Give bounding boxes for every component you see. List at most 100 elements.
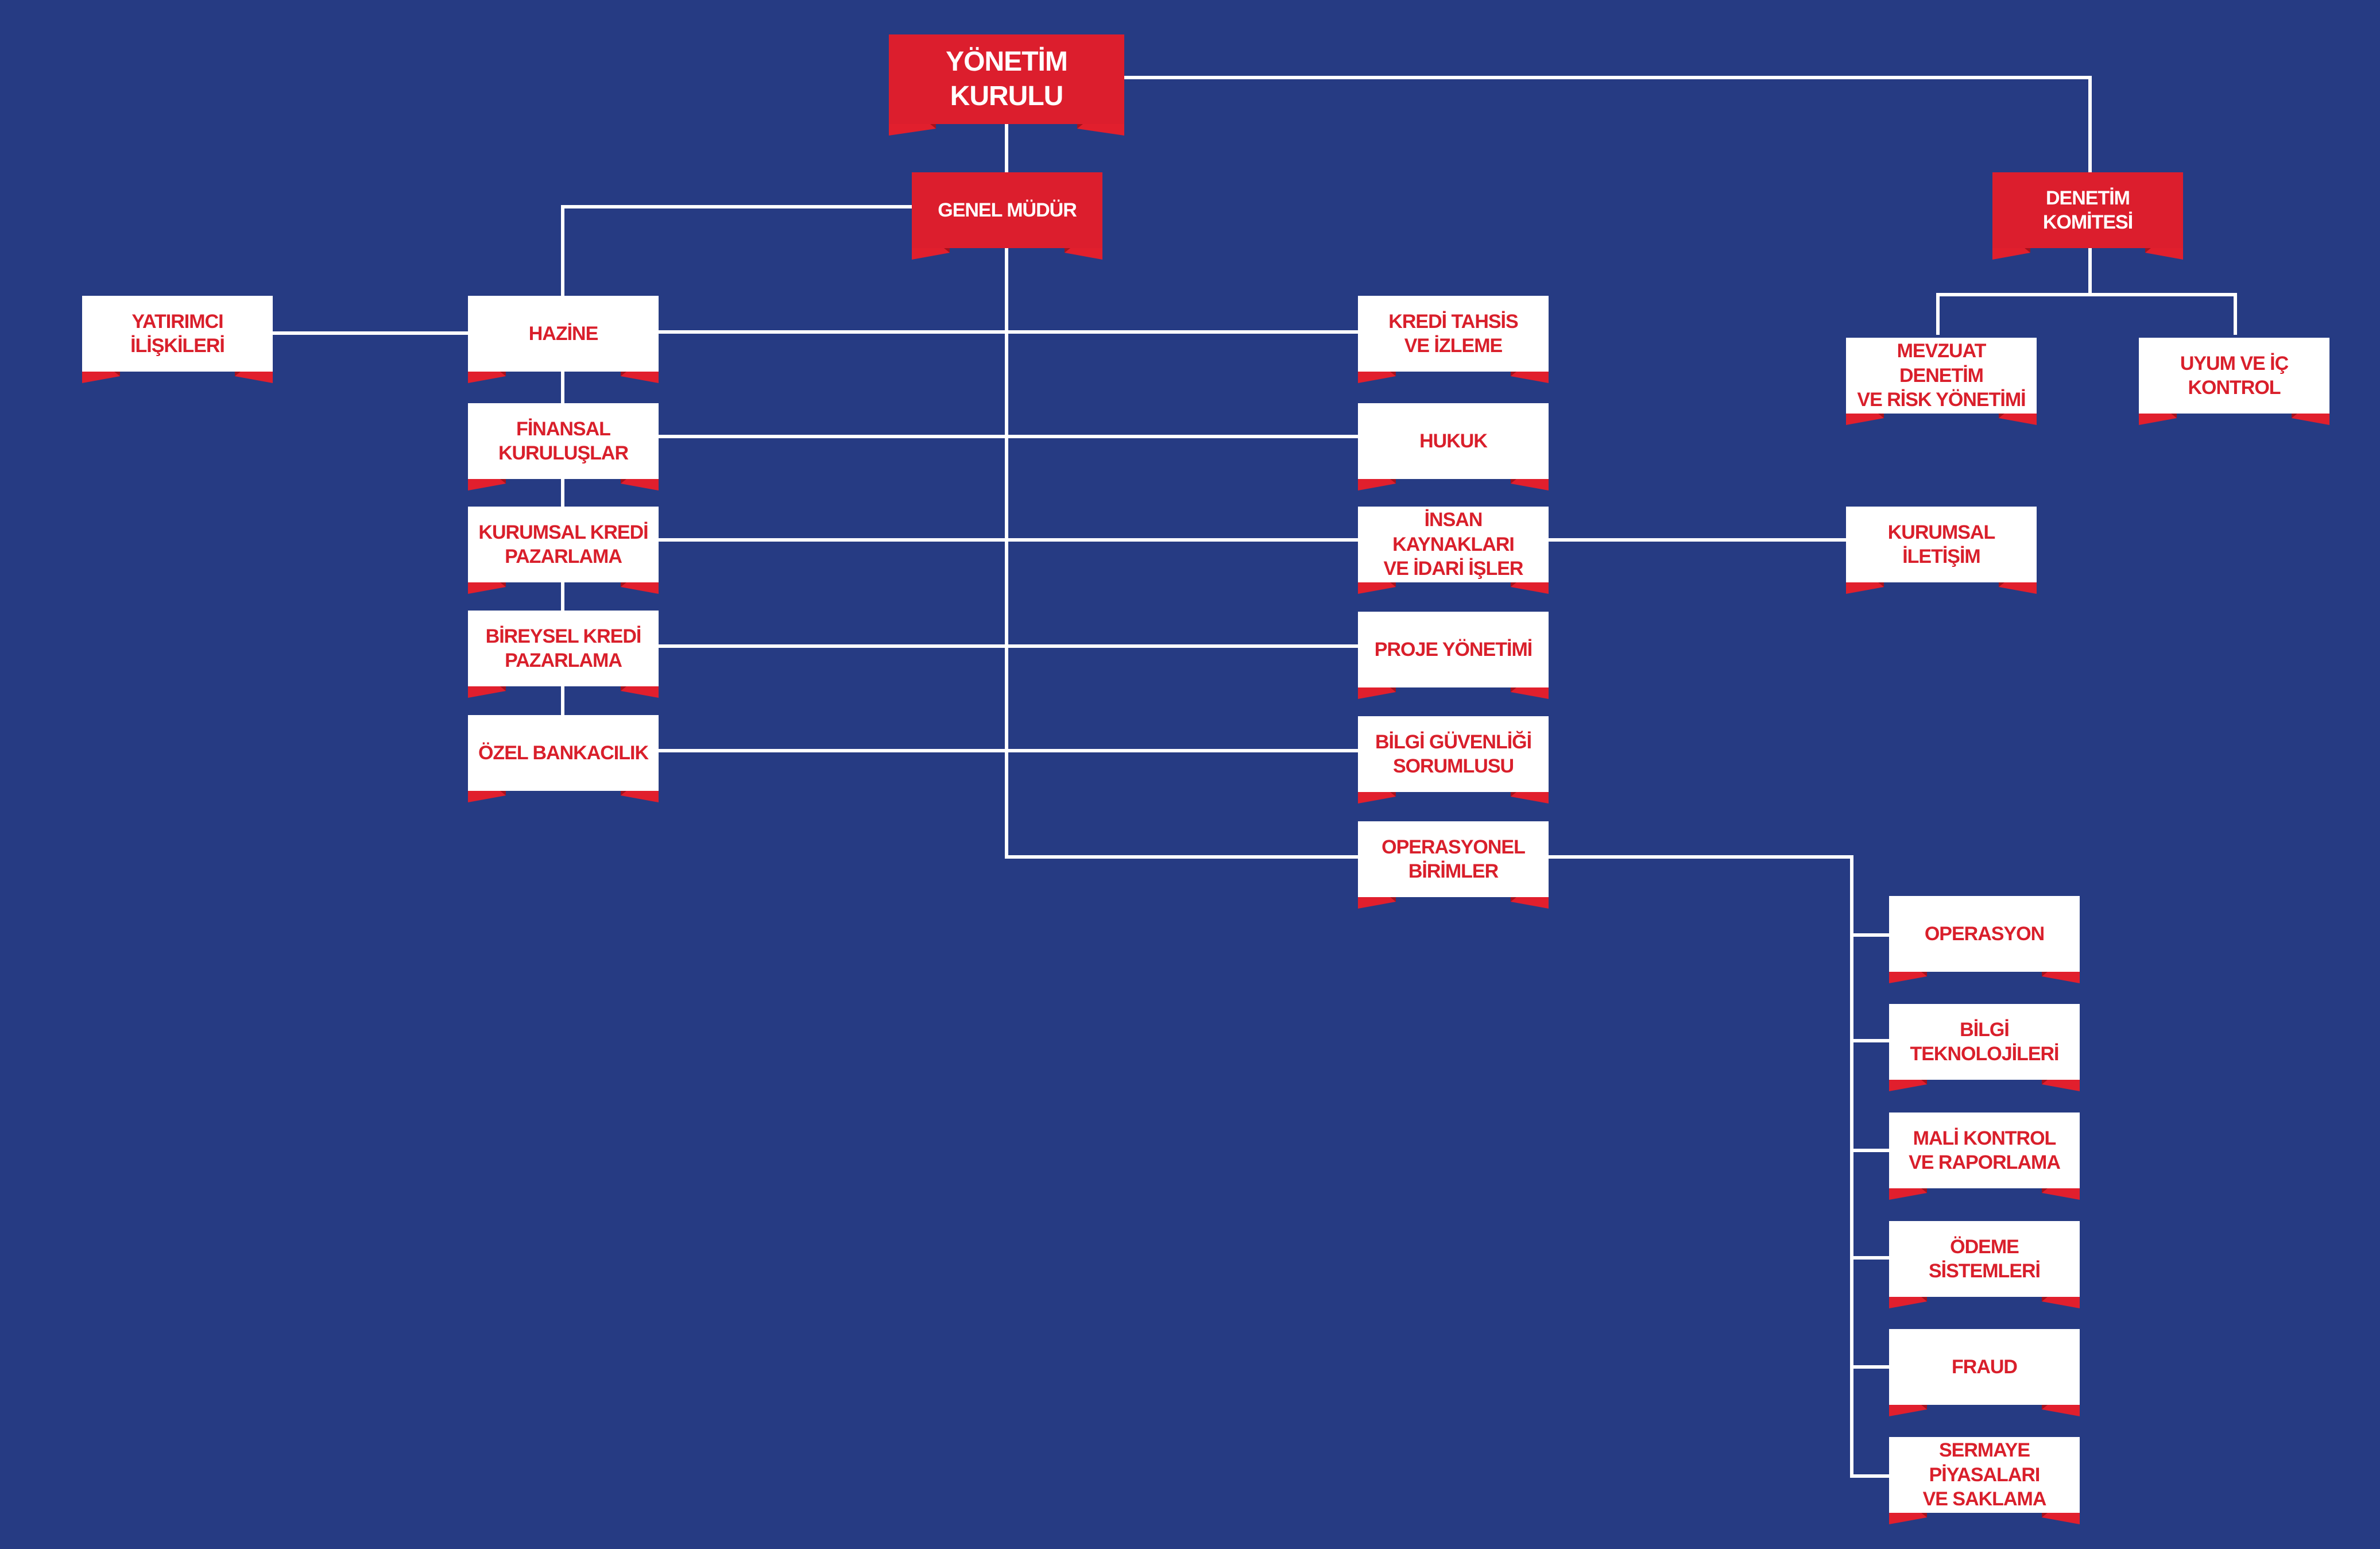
ribbon-tab-left bbox=[1889, 1188, 1927, 1200]
ribbon-fold bbox=[1511, 582, 1516, 587]
node-label: BİLGİ TEKNOLOJİLERİ bbox=[1889, 1004, 2080, 1080]
ribbon-fold bbox=[235, 372, 241, 376]
ribbon-tab-right bbox=[2042, 972, 2080, 983]
ribbon-tab-left bbox=[1889, 972, 1927, 983]
node-label: MEVZUAT DENETİM VE RİSK YÖNETİMİ bbox=[1846, 338, 2037, 414]
ribbon-fold bbox=[1878, 414, 1884, 418]
ribbon-fold bbox=[2042, 1297, 2048, 1301]
ribbon-tabs bbox=[82, 372, 273, 383]
node-yatirimci-iliskileri: YATIRIMCI İLİŞKİLERİ bbox=[82, 296, 273, 383]
ribbon-tab-right bbox=[2145, 248, 2183, 260]
ribbon-fold bbox=[1077, 124, 1083, 129]
ribbon-tab-left bbox=[1358, 479, 1396, 490]
ribbon-tab-right bbox=[621, 479, 659, 490]
ribbon-tabs bbox=[1889, 1188, 2080, 1200]
ribbon-tab-right bbox=[1511, 372, 1549, 383]
ribbon-tab-left bbox=[912, 248, 950, 260]
node-genel-mudur: GENEL MÜDÜR bbox=[912, 172, 1102, 260]
ribbon-tabs bbox=[1889, 1513, 2080, 1524]
ribbon-fold bbox=[1921, 1080, 1927, 1084]
node-mevzuat-denetim: MEVZUAT DENETİM VE RİSK YÖNETİMİ bbox=[1846, 338, 2037, 425]
node-yonetim-kurulu: YÖNETİM KURULU bbox=[889, 34, 1124, 136]
ribbon-tabs bbox=[468, 372, 659, 383]
ribbon-fold bbox=[2292, 414, 2297, 418]
ribbon-fold bbox=[1511, 687, 1516, 692]
ribbon-tab-right bbox=[2042, 1297, 2080, 1308]
node-fraud: FRAUD bbox=[1889, 1329, 2080, 1416]
ribbon-fold bbox=[114, 372, 120, 376]
ribbon-tabs bbox=[1358, 372, 1549, 383]
ribbon-fold bbox=[1999, 414, 2004, 418]
ribbon-tab-left bbox=[1358, 372, 1396, 383]
ribbon-tabs bbox=[1358, 792, 1549, 804]
ribbon-fold bbox=[1390, 372, 1396, 376]
node-label: YÖNETİM KURULU bbox=[889, 34, 1124, 124]
ribbon-fold bbox=[1921, 1513, 1927, 1517]
ribbon-fold bbox=[944, 248, 950, 253]
node-label: BİREYSEL KREDİ PAZARLAMA bbox=[468, 611, 659, 686]
node-label: OPERASYONEL BİRİMLER bbox=[1358, 821, 1549, 897]
ribbon-fold bbox=[500, 791, 506, 795]
ribbon-fold bbox=[500, 582, 506, 587]
ribbon-tabs bbox=[1889, 972, 2080, 983]
ribbon-tabs bbox=[1358, 479, 1549, 490]
ribbon-fold bbox=[1511, 479, 1516, 484]
node-label: SERMAYE PİYASALARI VE SAKLAMA bbox=[1889, 1437, 2080, 1513]
ribbon-tab-right bbox=[621, 372, 659, 383]
ribbon-tab-left bbox=[1889, 1297, 1927, 1308]
node-label: ÖZEL BANKACILIK bbox=[468, 715, 659, 791]
ribbon-fold bbox=[1921, 1297, 1927, 1301]
ribbon-fold bbox=[1390, 479, 1396, 484]
node-kredi-tahsis-izleme: KREDİ TAHSİS VE İZLEME bbox=[1358, 296, 1549, 383]
ribbon-tab-right bbox=[1511, 792, 1549, 804]
node-label: KURUMSAL KREDİ PAZARLAMA bbox=[468, 507, 659, 582]
node-label: KURUMSAL İLETİŞİM bbox=[1846, 507, 2037, 582]
ribbon-fold bbox=[621, 582, 626, 587]
ribbon-fold bbox=[500, 372, 506, 376]
node-proje-yonetimi: PROJE YÖNETİMİ bbox=[1358, 612, 1549, 699]
ribbon-fold bbox=[2042, 1513, 2048, 1517]
ribbon-tab-right bbox=[2042, 1188, 2080, 1200]
ribbon-fold bbox=[1390, 792, 1396, 797]
ribbon-tab-left bbox=[468, 372, 506, 383]
node-odeme-sistemleri: ÖDEME SİSTEMLERİ bbox=[1889, 1221, 2080, 1308]
ribbon-tab-right bbox=[1511, 687, 1549, 699]
ribbon-tab-left bbox=[1889, 1513, 1927, 1524]
node-ozel-bankacilik: ÖZEL BANKACILIK bbox=[468, 715, 659, 802]
node-label: HAZİNE bbox=[468, 296, 659, 372]
ribbon-tab-left bbox=[889, 124, 936, 136]
node-label: DENETİM KOMİTESİ bbox=[1992, 172, 2183, 248]
ribbon-tabs bbox=[1889, 1080, 2080, 1091]
ribbon-tabs bbox=[1358, 687, 1549, 699]
node-insan-kaynaklari: İNSAN KAYNAKLARI VE İDARİ İŞLER bbox=[1358, 507, 1549, 594]
ribbon-fold bbox=[1065, 248, 1070, 253]
ribbon-fold bbox=[1390, 687, 1396, 692]
ribbon-fold bbox=[1511, 897, 1516, 902]
node-hazine: HAZİNE bbox=[468, 296, 659, 383]
ribbon-tab-right bbox=[621, 791, 659, 802]
ribbon-tabs bbox=[1889, 1297, 2080, 1308]
ribbon-fold bbox=[621, 372, 626, 376]
ribbon-tab-left bbox=[1889, 1405, 1927, 1416]
node-finansal-kuruluslar: FİNANSAL KURULUŞLAR bbox=[468, 403, 659, 490]
ribbon-tab-right bbox=[2292, 414, 2329, 425]
ribbon-fold bbox=[1999, 582, 2004, 587]
ribbon-tab-right bbox=[1077, 124, 1124, 136]
ribbon-fold bbox=[1921, 1405, 1927, 1409]
ribbon-tab-right bbox=[1511, 479, 1549, 490]
ribbon-tabs bbox=[468, 791, 659, 802]
ribbon-tab-left bbox=[468, 479, 506, 490]
node-operasyon: OPERASYON bbox=[1889, 896, 2080, 983]
ribbon-fold bbox=[2042, 1080, 2048, 1084]
ribbon-tab-right bbox=[2042, 1080, 2080, 1091]
ribbon-tabs bbox=[1889, 1405, 2080, 1416]
ribbon-tabs bbox=[1846, 582, 2037, 594]
ribbon-tabs bbox=[468, 479, 659, 490]
node-label: OPERASYON bbox=[1889, 896, 2080, 972]
node-label: BİLGİ GÜVENLİĞİ SORUMLUSU bbox=[1358, 716, 1549, 792]
ribbon-tabs bbox=[1358, 582, 1549, 594]
ribbon-tab-left bbox=[1358, 687, 1396, 699]
ribbon-fold bbox=[1511, 372, 1516, 376]
ribbon-fold bbox=[500, 479, 506, 484]
ribbon-fold bbox=[2171, 414, 2177, 418]
